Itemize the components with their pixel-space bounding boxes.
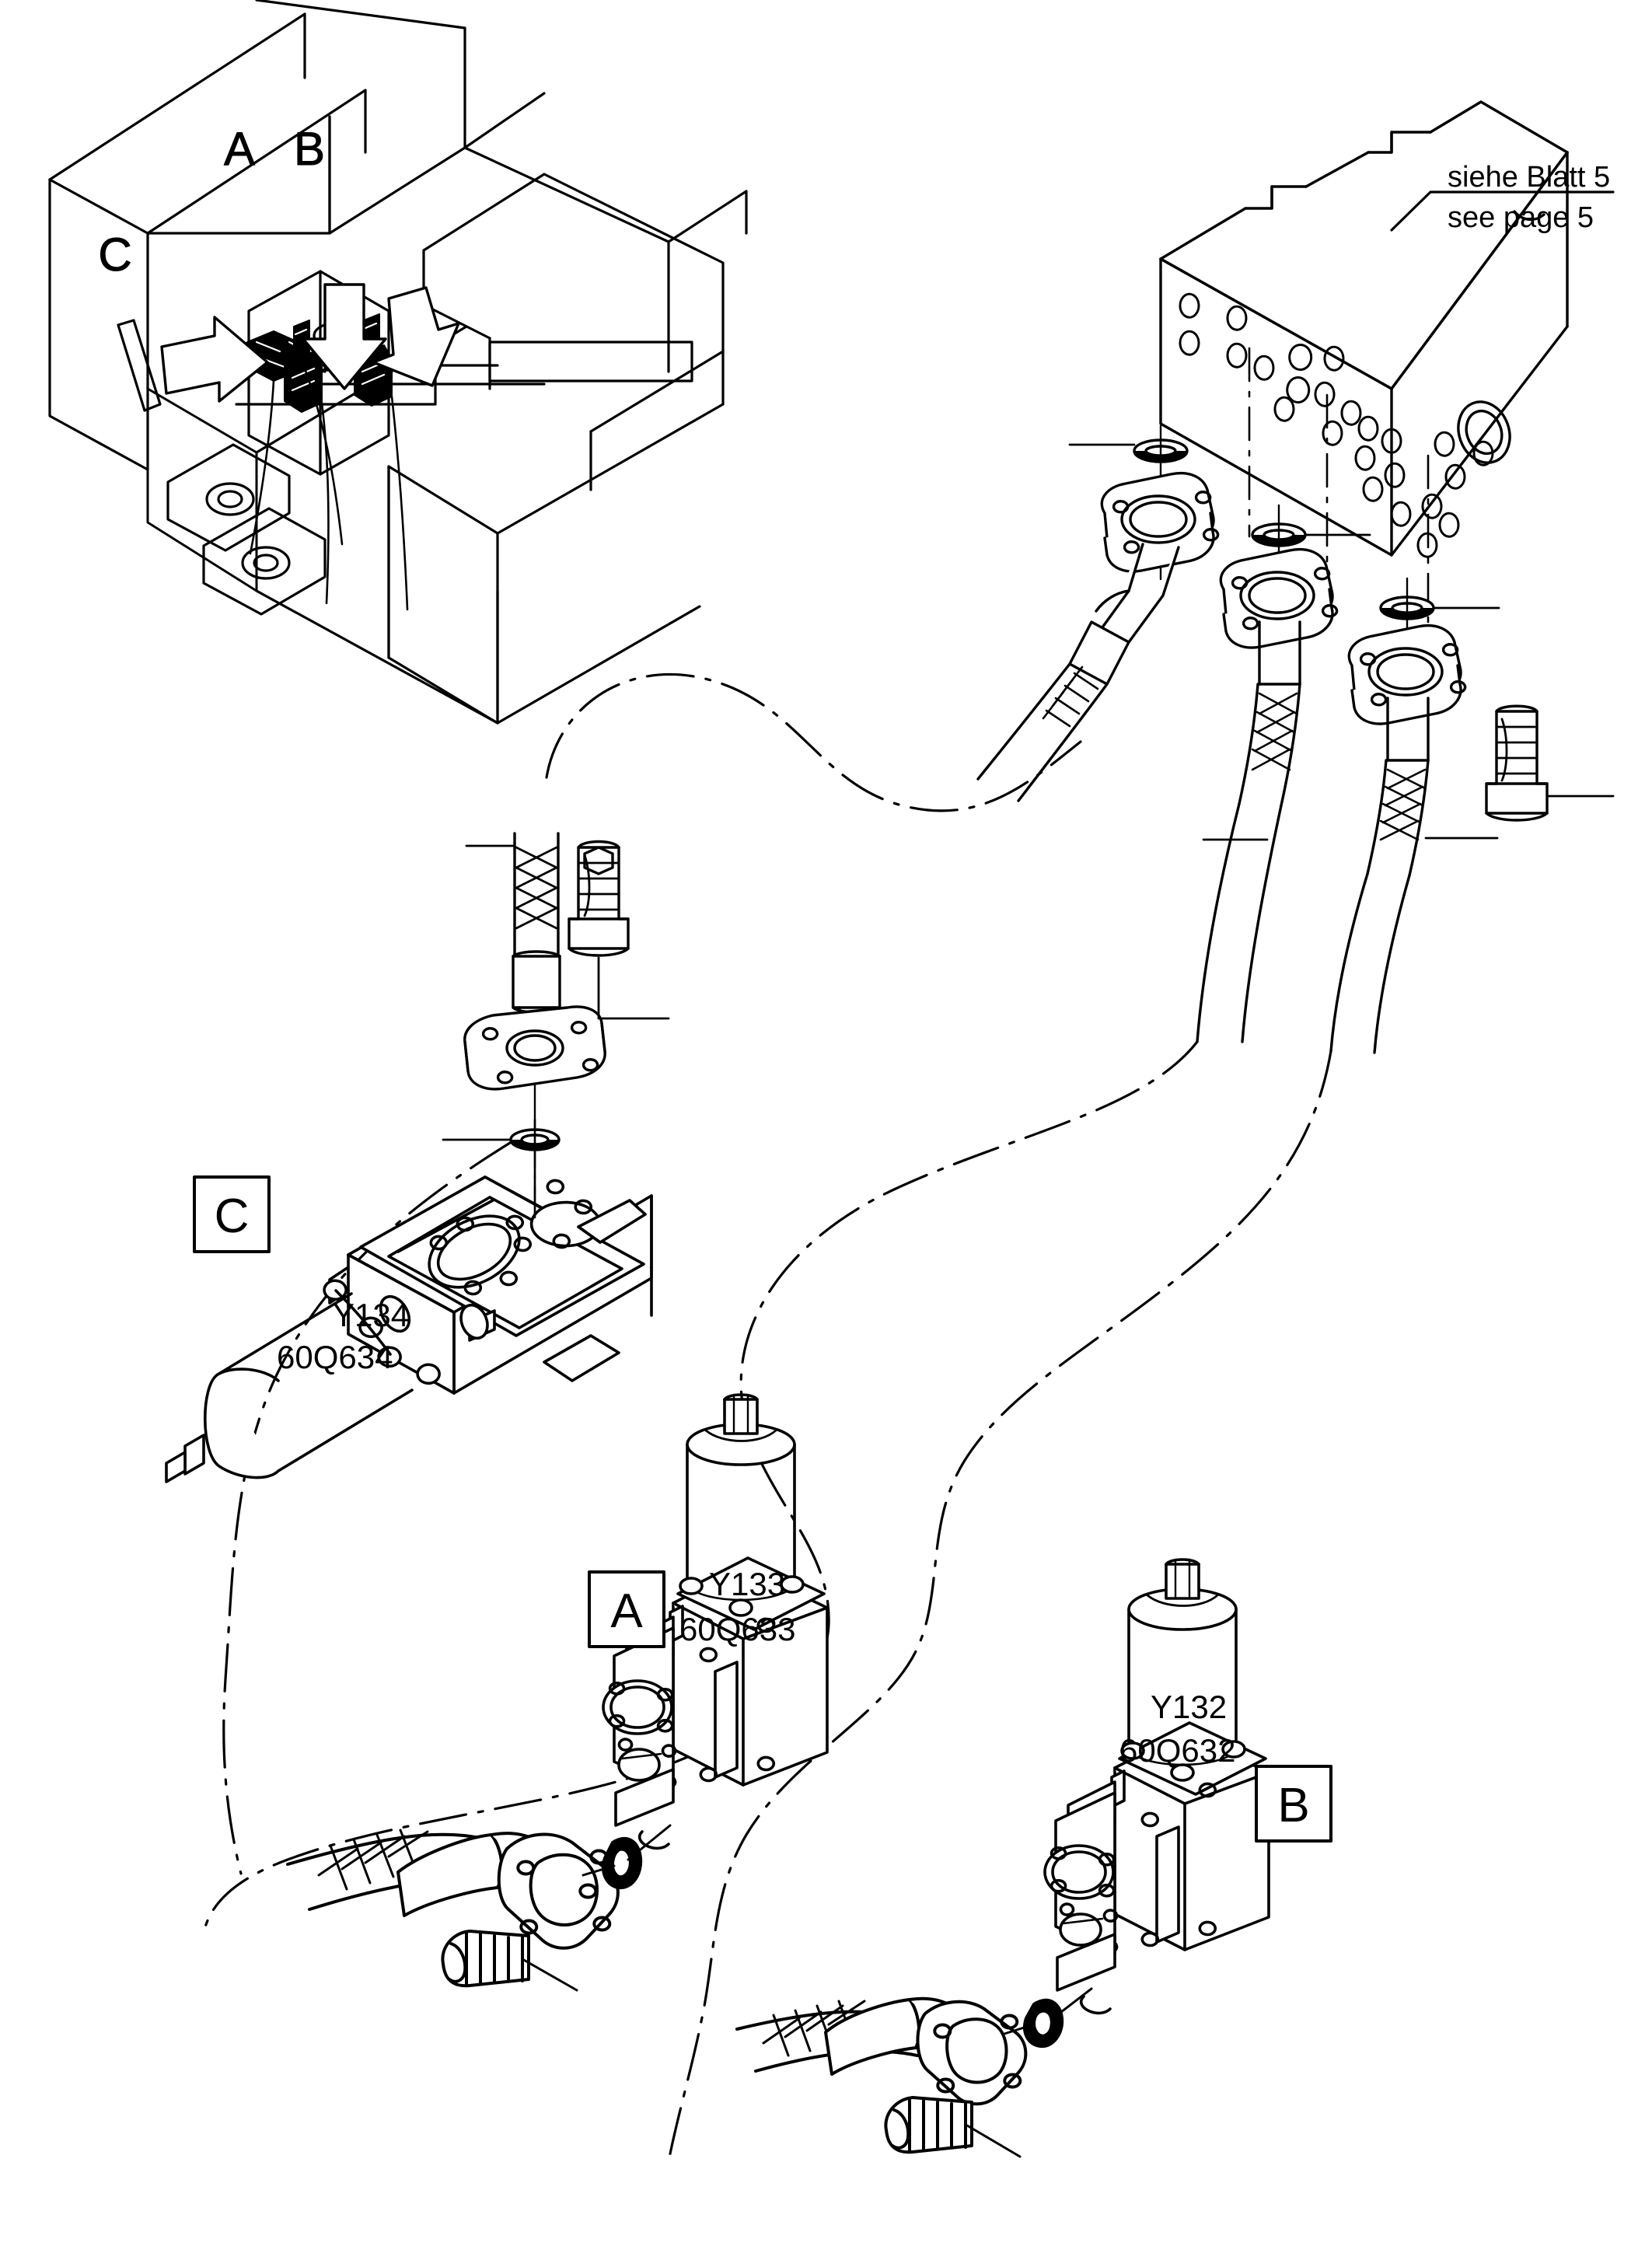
inset-arrow-a [302, 283, 387, 390]
callout-label-c: C [215, 1189, 250, 1243]
inset-arrow-b [372, 286, 460, 387]
o-ring-bottom-middle [1023, 1998, 1064, 2049]
valve-body-a [602, 1393, 829, 1850]
inset-arrow-c [160, 316, 269, 403]
note-leader-line [1390, 190, 1615, 232]
hose-routing-path-4 [222, 1141, 512, 1875]
callout-box-a [588, 1570, 665, 1648]
valve-c-designation: Y134 [333, 1297, 409, 1333]
inset-label-c: C [98, 229, 131, 281]
valve-a-part-number: 60Q633 [679, 1611, 795, 1647]
cap-screw-top-right [1485, 704, 1615, 822]
hose-routing-path-2 [667, 1050, 1332, 2163]
machine-overview-inset [48, 0, 748, 725]
valve-body-c [165, 1118, 653, 1483]
cap-screw-bottom-left [441, 1930, 530, 1988]
flange-hose-assembly-bottom-middle [735, 1987, 1093, 2158]
flange-hose-assembly-c [463, 832, 606, 1091]
valve-b-part-number: 60Q632 [1119, 1732, 1235, 1769]
hose-routing-path-3 [202, 1040, 1199, 1934]
valve-a-designation: Y133 [709, 1566, 785, 1602]
valve-b-designation: Y132 [1151, 1689, 1227, 1725]
flange-hose-assembly-3 [1329, 577, 1500, 1054]
o-ring-bottom-left [602, 1836, 643, 1890]
reference-note-line-de: siehe Blatt 5 [1448, 161, 1610, 194]
valve-body-b [1043, 1558, 1270, 2015]
flange-hose-assembly-1 [976, 424, 1220, 802]
hose-routing-path-1 [545, 672, 1082, 812]
flange-hose-assembly-bottom-left [286, 1824, 672, 1992]
callout-box-c [193, 1175, 271, 1253]
valve-c-part-number: 60Q634 [277, 1339, 393, 1375]
callout-label-b: B [1277, 1779, 1309, 1832]
cap-screw-bottom-middle [884, 2096, 973, 2154]
callout-box-b [1255, 1765, 1332, 1843]
reference-note-line-en: see page 5 [1448, 201, 1594, 234]
cap-screw-valve-c [568, 840, 670, 1020]
hydraulic-manifold-block [1159, 100, 1569, 624]
flange-hose-assembly-2 [1196, 504, 1371, 1043]
inset-label-a: A [224, 123, 255, 175]
inset-label-b: B [294, 123, 325, 175]
callout-label-a: A [610, 1584, 643, 1638]
